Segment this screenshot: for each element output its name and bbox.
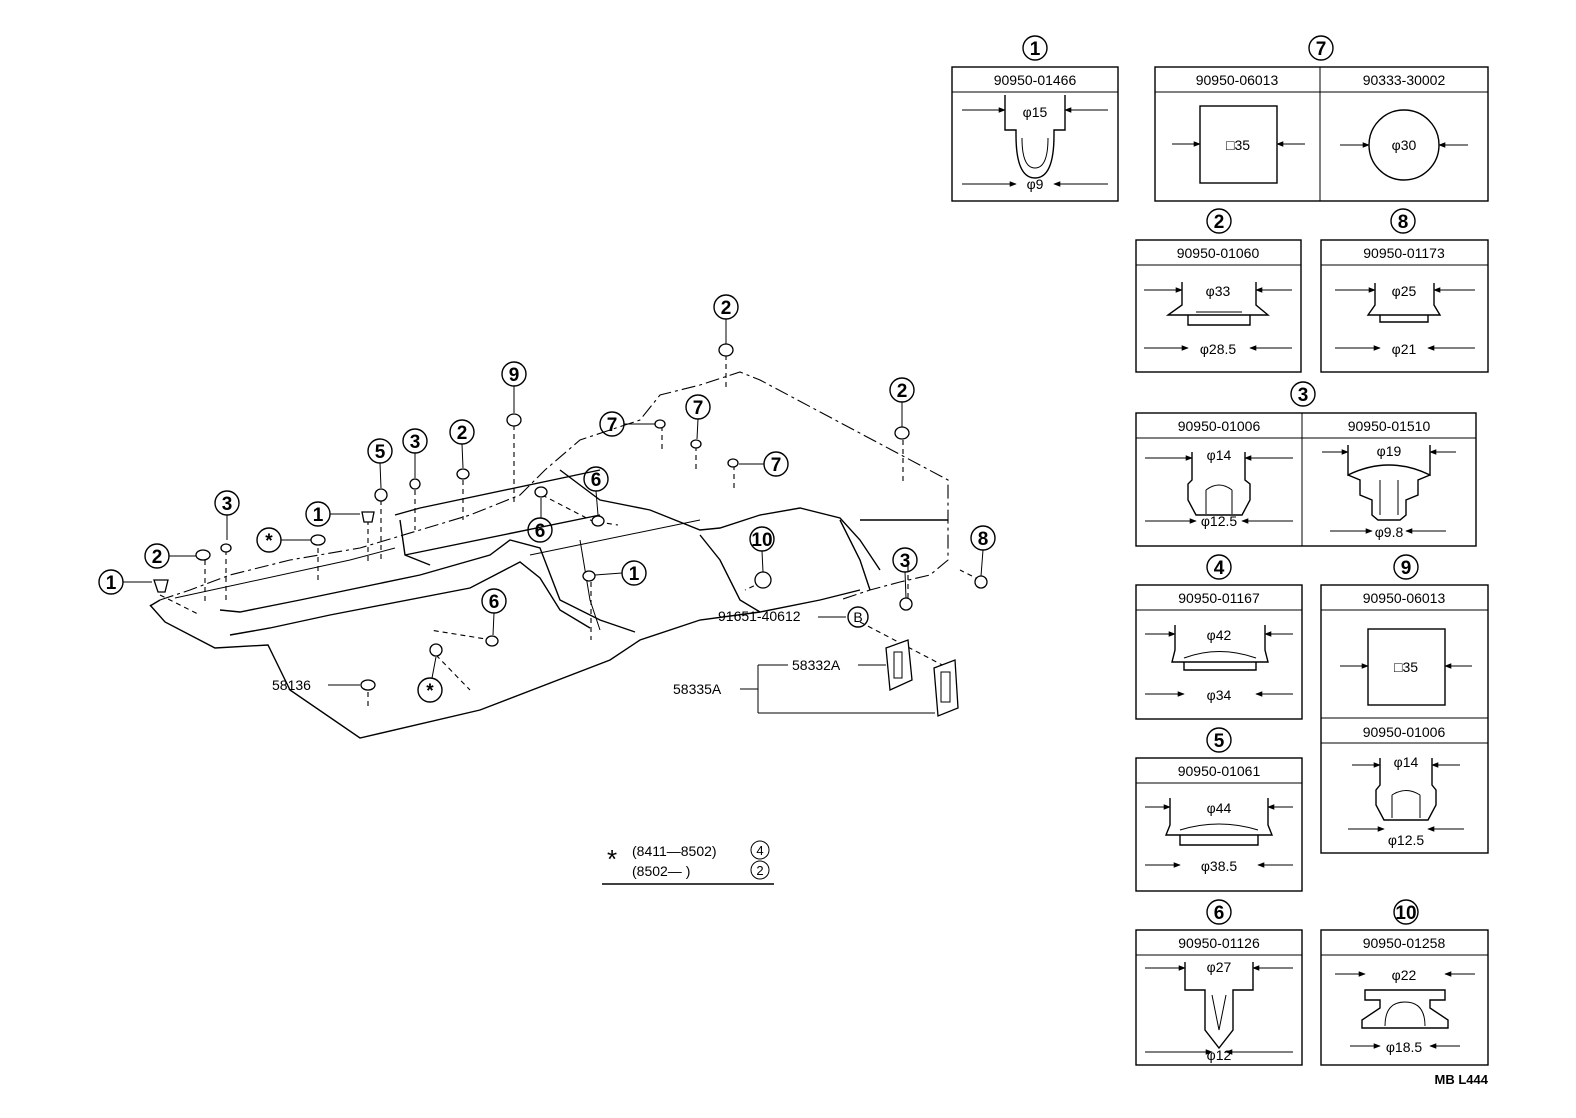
callout-2c: 2 bbox=[721, 298, 732, 319]
callout-3b: 3 bbox=[410, 432, 421, 453]
callout-1: 1 bbox=[106, 573, 117, 594]
callout-2b: 2 bbox=[457, 423, 468, 444]
detail-8-top: φ25 bbox=[1392, 283, 1417, 299]
detail-8-ref: 8 bbox=[1398, 212, 1409, 233]
detail-9-part-b: 90950-01006 bbox=[1363, 724, 1446, 740]
detail-9-dim-a: □35 bbox=[1394, 659, 1418, 675]
detail-5-bottom: φ38.5 bbox=[1201, 858, 1238, 874]
note-row1: (8411—8502) bbox=[632, 843, 717, 859]
detail-3-part-a: 90950-01006 bbox=[1178, 418, 1261, 434]
callout-7c: 7 bbox=[771, 455, 782, 476]
callout-star-b: * bbox=[426, 681, 434, 702]
callout-7b: 7 bbox=[693, 398, 704, 419]
floor-pan-drawing bbox=[149, 371, 949, 739]
callout-7: 7 bbox=[607, 415, 618, 436]
grommet-parts bbox=[153, 343, 988, 717]
callout-3: 3 bbox=[222, 494, 233, 515]
detail-7-dim-b: φ30 bbox=[1392, 137, 1417, 153]
detail-10-ref: 10 bbox=[1395, 903, 1416, 924]
detail-9-ref: 9 bbox=[1401, 558, 1412, 579]
label-91651-40612: 91651-40612 bbox=[718, 608, 801, 624]
detail-3-part-b: 90950-01510 bbox=[1348, 418, 1431, 434]
detail-4-top: φ42 bbox=[1207, 627, 1232, 643]
callout-2: 2 bbox=[152, 547, 163, 568]
detail-6-part: 90950-01126 bbox=[1178, 935, 1260, 951]
detail-10-bottom: φ18.5 bbox=[1386, 1039, 1423, 1055]
detail-3-top-a: φ14 bbox=[1207, 447, 1232, 463]
callout-5: 5 bbox=[375, 442, 386, 463]
detail-3-top-b: φ19 bbox=[1377, 443, 1402, 459]
detail-9-part-a: 90950-06013 bbox=[1363, 590, 1446, 606]
detail-8-bottom: φ21 bbox=[1392, 341, 1417, 357]
callout-10: 10 bbox=[751, 530, 772, 551]
label-B: B bbox=[853, 609, 862, 625]
note-row2: (8502— ) bbox=[632, 863, 690, 879]
leader-lines bbox=[159, 355, 981, 710]
label-58332A: 58332A bbox=[792, 657, 841, 673]
detail-3-ref: 3 bbox=[1298, 385, 1309, 406]
detail-2-bottom: φ28.5 bbox=[1200, 341, 1237, 357]
callout-8: 8 bbox=[978, 529, 989, 550]
detail-9-top-b: φ14 bbox=[1394, 754, 1419, 770]
footer-code: MB L444 bbox=[1435, 1072, 1489, 1087]
detail-4-bottom: φ34 bbox=[1207, 687, 1232, 703]
callout-6b: 6 bbox=[535, 521, 546, 542]
detail-4-ref: 4 bbox=[1214, 558, 1225, 579]
note-row2-ref: 2 bbox=[756, 863, 763, 878]
detail-7-dim-a: □35 bbox=[1226, 137, 1250, 153]
detail-2-part: 90950-01060 bbox=[1177, 245, 1260, 261]
detail-2-top: φ33 bbox=[1206, 283, 1231, 299]
detail-7-part-a: 90950-06013 bbox=[1196, 72, 1279, 88]
detail-10-top: φ22 bbox=[1392, 967, 1417, 983]
floor-callouts: 1 2 3 * 1 5 3 2 9 6 6 1 6 * 7 7 7 2 2 bbox=[98, 294, 996, 703]
detail-1-bottom: φ9 bbox=[1027, 176, 1044, 192]
detail-9-bottom-b: φ12.5 bbox=[1388, 832, 1425, 848]
detail-5-top: φ44 bbox=[1207, 800, 1232, 816]
detail-3-bottom-b: φ9.8 bbox=[1375, 524, 1404, 540]
callout-6c: 6 bbox=[489, 592, 500, 613]
floor-labels: 58136 91651-40612 B 58332A 58335A bbox=[272, 606, 935, 714]
detail-5-ref: 5 bbox=[1214, 731, 1225, 752]
detail-1-part: 90950-01466 bbox=[994, 72, 1077, 88]
callout-3c: 3 bbox=[900, 551, 911, 572]
detail-3-bottom-a: φ12.5 bbox=[1201, 513, 1238, 529]
note-row1-ref: 4 bbox=[756, 843, 763, 858]
detail-6-bottom: φ12 bbox=[1207, 1047, 1232, 1063]
detail-4-part: 90950-01167 bbox=[1178, 590, 1260, 606]
detail-2-ref: 2 bbox=[1214, 212, 1225, 233]
detail-7-part-b: 90333-30002 bbox=[1363, 72, 1446, 88]
detail-6-top: φ27 bbox=[1207, 959, 1232, 975]
callout-1b: 1 bbox=[313, 505, 324, 526]
detail-7-ref: 7 bbox=[1316, 39, 1327, 60]
note-star: * bbox=[607, 844, 617, 874]
callout-9: 9 bbox=[509, 365, 520, 386]
label-58136: 58136 bbox=[272, 677, 311, 693]
detail-10-part: 90950-01258 bbox=[1363, 935, 1446, 951]
detail-panels: 1 90950-01466 φ15 φ9 7 90950-06013 90333… bbox=[951, 35, 1489, 1066]
callout-1c: 1 bbox=[629, 564, 640, 585]
detail-6-ref: 6 bbox=[1214, 903, 1225, 924]
detail-5-part: 90950-01061 bbox=[1178, 763, 1261, 779]
callout-6: 6 bbox=[591, 470, 602, 491]
detail-8-part: 90950-01173 bbox=[1363, 245, 1445, 261]
application-note: * (8411—8502) 4 (8502— ) 2 bbox=[602, 840, 774, 885]
label-58335A: 58335A bbox=[673, 681, 722, 697]
callout-star: * bbox=[265, 531, 273, 552]
callout-2d: 2 bbox=[897, 381, 908, 402]
detail-1-top: φ15 bbox=[1023, 104, 1048, 120]
detail-1-ref: 1 bbox=[1030, 39, 1041, 60]
